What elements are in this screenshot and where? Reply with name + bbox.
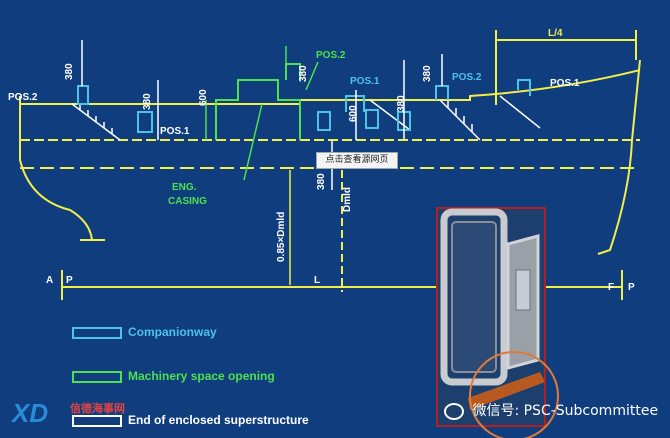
bow-hull: [597, 59, 641, 255]
label-depth-dmld: Dmld: [342, 187, 353, 212]
legend-swatch-superstructure: [72, 415, 122, 427]
door-sill-shape: [468, 372, 545, 410]
label-pos2-mid: POS.2: [316, 50, 346, 61]
label-pos1-right: POS.1: [550, 78, 580, 89]
label-dim-380-e: 380: [422, 65, 433, 82]
stairs-left: [71, 103, 121, 141]
label-pos1-left: POS.1: [160, 126, 190, 137]
label-dim-380-d: 380: [396, 95, 407, 112]
inset-photo: [436, 207, 559, 438]
legend-swatch-companionway: [72, 327, 122, 339]
label-dim-380-f: 380: [316, 173, 327, 190]
label-pos1-mid: POS.1: [350, 76, 380, 87]
label-eng-casing-1: ENG.: [172, 182, 197, 193]
label-fp-p: P: [628, 282, 635, 293]
label-pos2-left: POS.2: [8, 92, 38, 103]
label-dim-600-b: 600: [348, 105, 359, 122]
legend-superstructure: End of enclosed superstructure: [128, 413, 309, 427]
stairs-right-b: [499, 95, 541, 129]
watermark-text: 微信号: PSC-Subcommittee: [472, 403, 659, 419]
source-tooltip[interactable]: 点击查看源网页: [316, 152, 398, 169]
label-dim-380-c: 380: [298, 65, 309, 82]
label-dim-380-a: 380: [64, 63, 75, 80]
label-dim-600-a: 600: [198, 89, 209, 106]
stern-hull: [19, 96, 93, 241]
upper-deck-line: [20, 69, 641, 105]
wechat-icon: [444, 402, 464, 420]
logo-mark: XD: [10, 398, 48, 428]
legend-swatch-machinery: [72, 371, 122, 383]
label-ap-p: P: [66, 275, 73, 286]
label-ap-a: A: [46, 275, 53, 286]
companionway-left: [77, 85, 153, 133]
green-dim-marks: [205, 46, 287, 140]
wechat-watermark: 微信号: PSC-Subcommittee: [444, 400, 658, 420]
label-depth-085: 0.85×Dmld: [276, 212, 287, 262]
label-length-l: L: [314, 275, 320, 286]
logo-chinese-text: 信德海事网: [70, 402, 125, 415]
highlight-circle: [469, 351, 559, 438]
companionway-mid: [317, 95, 379, 131]
stairs-right-a: [439, 99, 481, 141]
legend-companionway: Companionway: [128, 325, 217, 339]
label-dim-380-b: 380: [142, 93, 153, 110]
label-l-quarter: L/4: [548, 28, 563, 39]
label-eng-casing-2: CASING: [168, 196, 207, 207]
label-fp-f: F: [608, 282, 614, 293]
xd-logo: XD: [10, 398, 66, 433]
door-frame-shape: [440, 208, 508, 386]
legend-machinery: Machinery space opening: [128, 369, 275, 383]
label-pos2-right: POS.2: [452, 72, 482, 83]
white-dim-marks: [81, 40, 443, 190]
